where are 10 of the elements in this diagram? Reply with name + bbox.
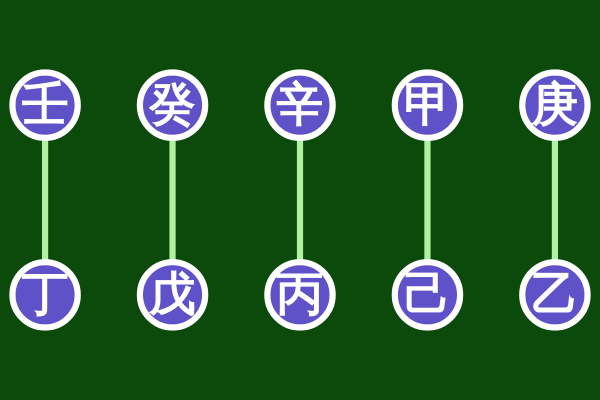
circle-node: 戊 <box>136 259 208 331</box>
circle-node: 丁 <box>9 259 81 331</box>
circle-node: 己 <box>392 259 464 331</box>
circle-node: 丙 <box>264 259 336 331</box>
circle-node: 庚 <box>519 69 591 141</box>
circle-node: 癸 <box>136 69 208 141</box>
circle-node: 甲 <box>392 69 464 141</box>
circle-node: 乙 <box>519 259 591 331</box>
circle-node: 壬 <box>9 69 81 141</box>
circle-node: 辛 <box>264 69 336 141</box>
